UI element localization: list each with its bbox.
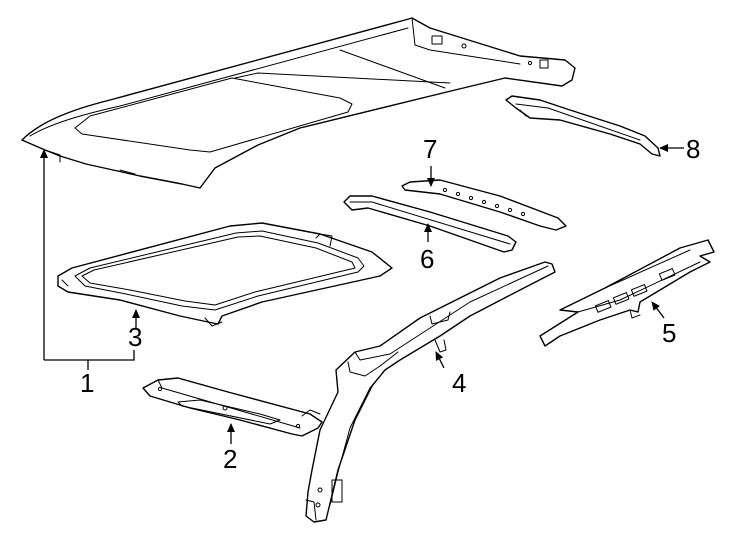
side-rail-reinforcement bbox=[539, 239, 715, 347]
callout-7: 7 bbox=[423, 134, 437, 164]
callout-4: 4 bbox=[452, 368, 466, 398]
callout-2: 2 bbox=[223, 444, 237, 474]
roof-panel bbox=[21, 17, 576, 189]
callout-8: 8 bbox=[686, 134, 700, 164]
callout-3: 3 bbox=[128, 322, 142, 352]
sunroof-frame bbox=[57, 222, 393, 327]
callout-5: 5 bbox=[662, 318, 676, 348]
side-rail-a-pillar bbox=[305, 261, 556, 523]
callout-1: 1 bbox=[80, 368, 94, 398]
front-header-rail bbox=[142, 377, 323, 437]
callout-6: 6 bbox=[420, 244, 434, 274]
leader-lines bbox=[40, 144, 684, 444]
roof-bow-7 bbox=[401, 179, 567, 231]
callout-labels: 1 2 3 4 5 6 7 8 bbox=[80, 134, 700, 474]
rear-rail-8 bbox=[505, 95, 661, 157]
